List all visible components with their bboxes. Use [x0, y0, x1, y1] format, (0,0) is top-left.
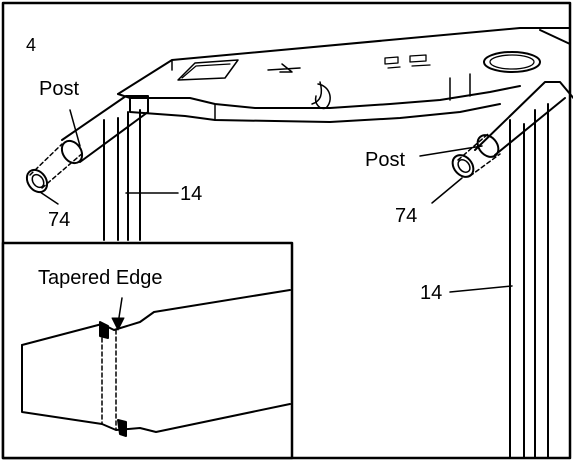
label-74-right: 74 — [395, 205, 417, 227]
console — [117, 27, 571, 123]
label-post-right: Post — [365, 149, 405, 171]
label-74-left: 74 — [48, 209, 70, 231]
step-number: 4 — [26, 35, 36, 55]
label-tapered-edge: Tapered Edge — [38, 267, 163, 289]
leader-lines — [39, 109, 513, 293]
left-handrail — [25, 95, 149, 194]
label-post-left: Post — [39, 78, 79, 100]
right-handrail — [451, 81, 573, 178]
label-14-left: 14 — [180, 183, 202, 205]
inset-box — [1, 241, 294, 460]
inset-tube-detail — [21, 289, 291, 437]
right-upright-14 — [509, 103, 549, 459]
label-14-right: 14 — [420, 282, 442, 304]
left-upright-14 — [103, 109, 141, 241]
